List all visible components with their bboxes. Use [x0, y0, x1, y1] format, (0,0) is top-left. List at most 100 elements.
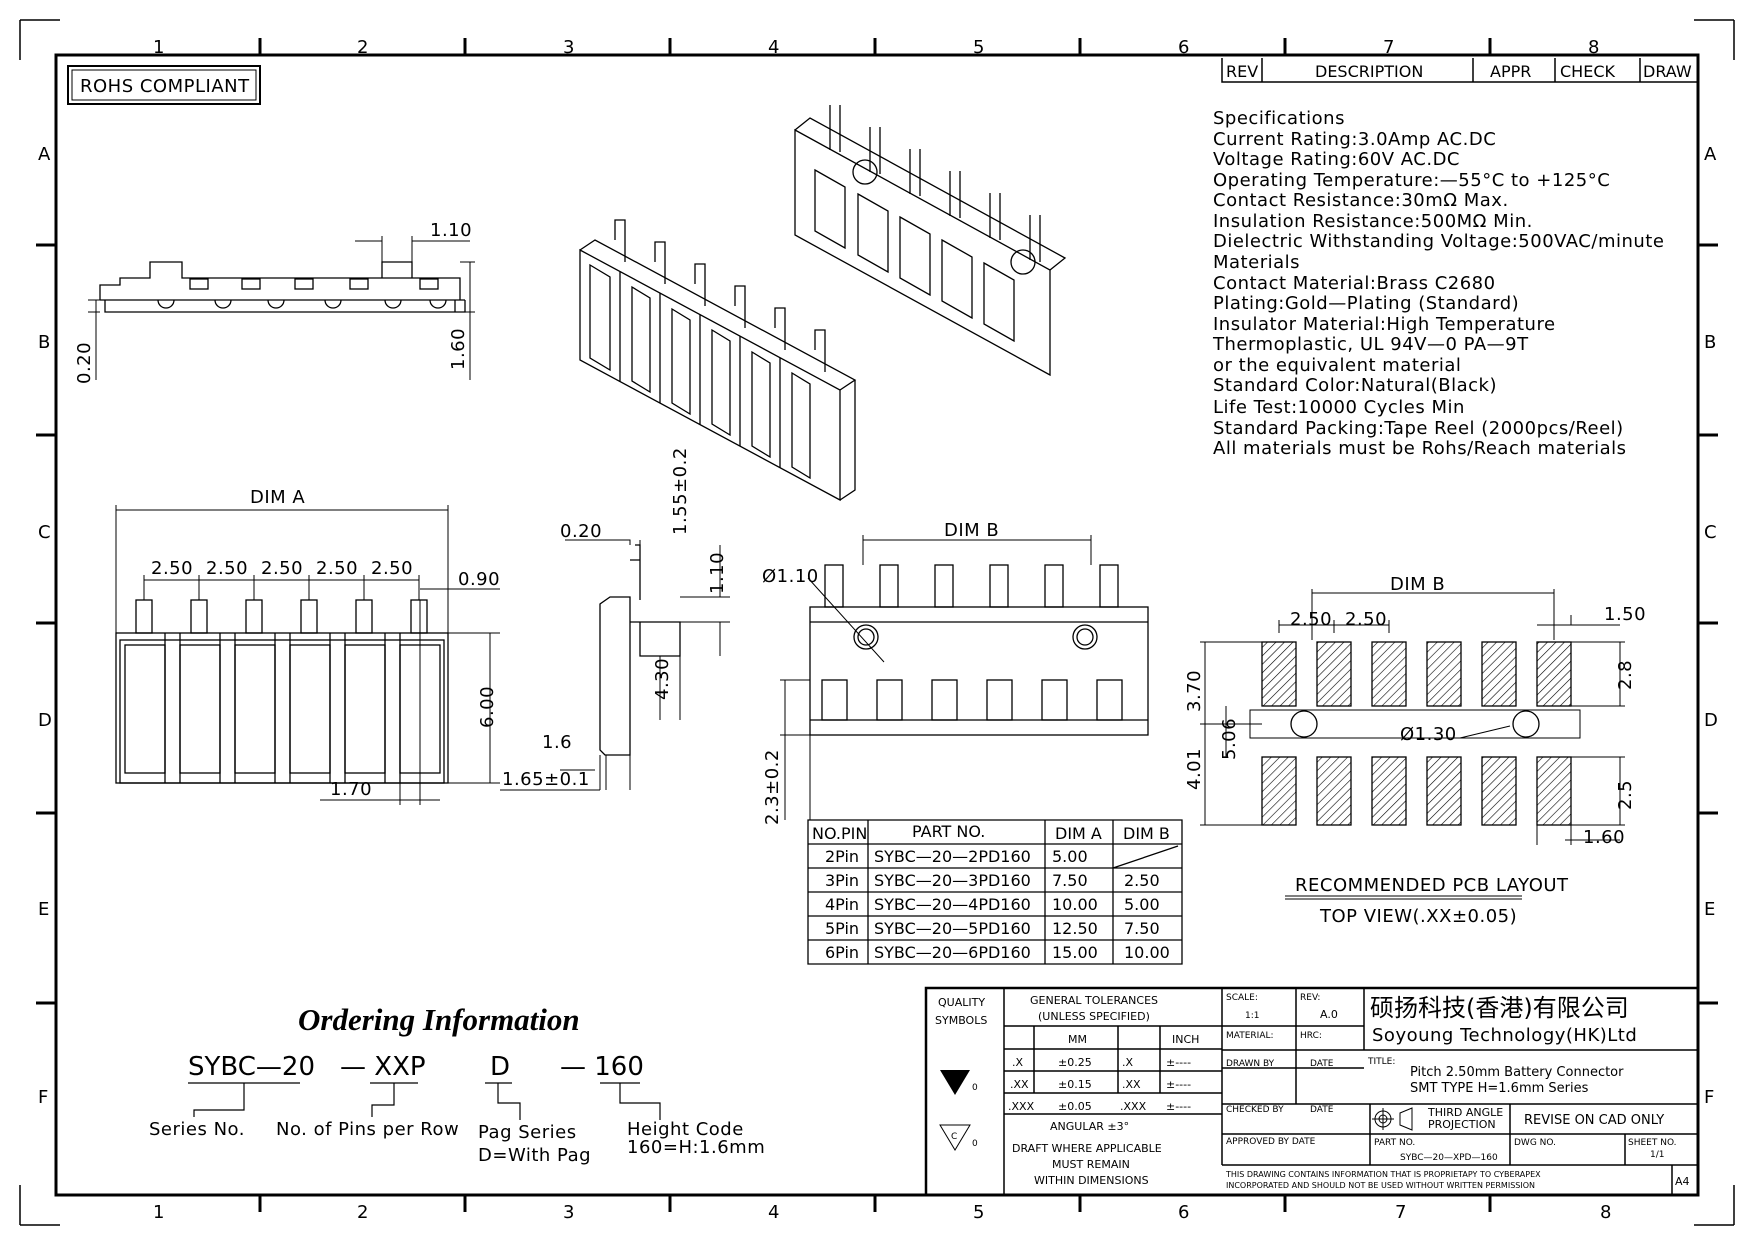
dim-2-8: 2.8 [1615, 660, 1636, 690]
zone-col-6-bottom: 6 [1178, 1202, 1190, 1223]
spec-line: Standard Packing:Tape Reel (2000pcs/Reel… [1213, 418, 1624, 439]
zone-row-d-right: D [1704, 710, 1718, 731]
paper-size: A4 [1675, 1175, 1690, 1188]
rev-label: REV: [1300, 993, 1320, 1003]
zone-col-3: 3 [563, 37, 575, 58]
spec-line: or the equivalent material [1213, 355, 1461, 376]
drawn-by: DRAWN BY [1226, 1059, 1275, 1069]
isometric-view-left [579, 219, 857, 502]
table-cell: 10.00 [1124, 943, 1170, 962]
order-code-height: — 160 [560, 1052, 644, 1082]
order-label: No. of Pins per Row [276, 1119, 459, 1140]
quality-triangle-filled [940, 1070, 970, 1095]
zone-col-8-bottom: 8 [1600, 1202, 1612, 1223]
revision-header: REV DESCRIPTION APPR CHECK DRAW [1221, 58, 1698, 83]
description-col: DESCRIPTION [1315, 62, 1423, 81]
draft-3: WITHIN DIMENSIONS [1034, 1174, 1149, 1187]
third-angle: THIRD ANGLE [1427, 1106, 1503, 1119]
dim-5-06: 5.06 [1219, 718, 1240, 760]
dim-b-pcb: DIM B [1390, 574, 1445, 595]
dim-1-10-side: 1.10 [707, 552, 728, 594]
spec-line: Specifications [1213, 108, 1345, 129]
pitch-1: 2.50 [151, 558, 193, 579]
dim-1-50: 1.50 [1604, 604, 1646, 625]
spec-line: Operating Temperature:—55°C to +125°C [1213, 170, 1610, 191]
zone-row-d: D [38, 710, 52, 731]
order-label: 160=H:1.6mm [627, 1137, 765, 1158]
title-line-2: SMT TYPE H=1.6mm Series [1410, 1081, 1589, 1096]
dim-1-60: 1.60 [448, 328, 469, 370]
specifications: Specifications Current Rating:3.0Amp AC.… [1212, 108, 1664, 459]
spec-line: All materials must be Rohs/Reach materia… [1213, 438, 1626, 459]
table-cell: 15.00 [1052, 943, 1098, 962]
scale-value: 1:1 [1245, 1011, 1259, 1021]
inch-header: INCH [1172, 1033, 1199, 1046]
scale-label: SCALE: [1226, 993, 1258, 1003]
check-col: CHECK [1560, 62, 1615, 81]
checked-by: CHECKED BY [1226, 1105, 1284, 1115]
projection: PROJECTION [1428, 1118, 1496, 1131]
dim-2-5: 2.5 [1615, 780, 1636, 810]
zone-row-f: F [38, 1087, 49, 1108]
table-header: DIM A [1055, 824, 1102, 843]
ordering-information: Ordering Information SYBC—20 — XXP D — 1… [149, 1002, 765, 1166]
dim-0-90: 0.90 [458, 569, 500, 590]
part-no-label: PART NO. [1374, 1138, 1415, 1148]
order-label: Series No. [149, 1119, 245, 1140]
zone-col-2: 2 [357, 37, 369, 58]
dim-1-6: 1.6 [542, 732, 572, 753]
table-cell: SYBC—20—4PD160 [874, 895, 1031, 914]
table-cell: SYBC—20—2PD160 [874, 847, 1031, 866]
sheet-no-value: 1/1 [1650, 1150, 1664, 1160]
spec-line: Materials [1213, 252, 1300, 273]
side-view-top [88, 236, 475, 380]
rohs-stamp: ROHS COMPLIANT [67, 65, 261, 105]
dim-1-55: 1.55±0.2 [670, 447, 691, 535]
spec-line: Life Test:10000 Cycles Min [1213, 397, 1465, 418]
spec-line: Thermoplastic, UL 94V—0 PA—9T [1212, 334, 1529, 355]
dim-0-20-side: 0.20 [560, 521, 602, 542]
dim-a-label: DIM A [250, 487, 305, 508]
spec-line: Standard Color:Natural(Black) [1213, 375, 1497, 396]
date-1: DATE [1310, 1059, 1334, 1069]
tol-cell: .XXX [1120, 1100, 1147, 1113]
spec-line: Contact Resistance:30mΩ Max. [1213, 190, 1509, 211]
table-cell: SYBC—20—6PD160 [874, 943, 1031, 962]
tol-cell: ±0.25 [1058, 1056, 1092, 1069]
table-cell: 12.50 [1052, 919, 1098, 938]
zone-col-8: 8 [1588, 37, 1600, 58]
table-cell: 5.00 [1052, 847, 1088, 866]
tol-cell: ±---- [1166, 1078, 1191, 1091]
pcb-layout-sub: TOP VIEW(.XX±0.05) [1319, 906, 1517, 927]
spec-line: Voltage Rating:60V AC.DC [1213, 149, 1460, 170]
dim-1-60-pcb: 1.60 [1583, 827, 1625, 848]
spec-line: Insulator Material:High Temperature [1213, 314, 1556, 335]
sheet-no-label: SHEET NO. [1628, 1138, 1677, 1148]
zone-col-7: 7 [1383, 37, 1395, 58]
draft-1: DRAFT WHERE APPLICABLE [1012, 1142, 1162, 1155]
zone-row-a-right: A [1704, 144, 1717, 165]
quality-symc: C [951, 1132, 957, 1142]
table-cell: 10.00 [1052, 895, 1098, 914]
pcb-layout-label: RECOMMENDED PCB LAYOUT [1295, 875, 1569, 896]
zone-row-c: C [38, 522, 51, 543]
pitch-5: 2.50 [371, 558, 413, 579]
pcb-pitch-2: 2.50 [1345, 609, 1387, 630]
table-cell: 2Pin [825, 847, 859, 866]
spec-line: Contact Material:Brass C2680 [1213, 273, 1496, 294]
dim-3-70: 3.70 [1184, 670, 1205, 712]
zone-col-2-bottom: 2 [357, 1202, 369, 1223]
zone-row-e-right: E [1704, 899, 1716, 920]
draft-2: MUST REMAIN [1052, 1158, 1130, 1171]
rev-value: A.0 [1320, 1008, 1338, 1021]
zone-col-6: 6 [1178, 37, 1190, 58]
hrc-label: HRC: [1300, 1031, 1322, 1041]
pcb-label-underline [1285, 895, 1522, 900]
tol-cell: .X [1012, 1056, 1023, 1069]
date-2: DATE [1310, 1105, 1334, 1115]
dim-4-01: 4.01 [1184, 748, 1205, 790]
top-view-dim-b [780, 535, 1149, 820]
part-number-table: NO.PIN PART NO. DIM A DIM B 2Pin SYBC—20… [807, 819, 1183, 965]
pitch-4: 2.50 [316, 558, 358, 579]
